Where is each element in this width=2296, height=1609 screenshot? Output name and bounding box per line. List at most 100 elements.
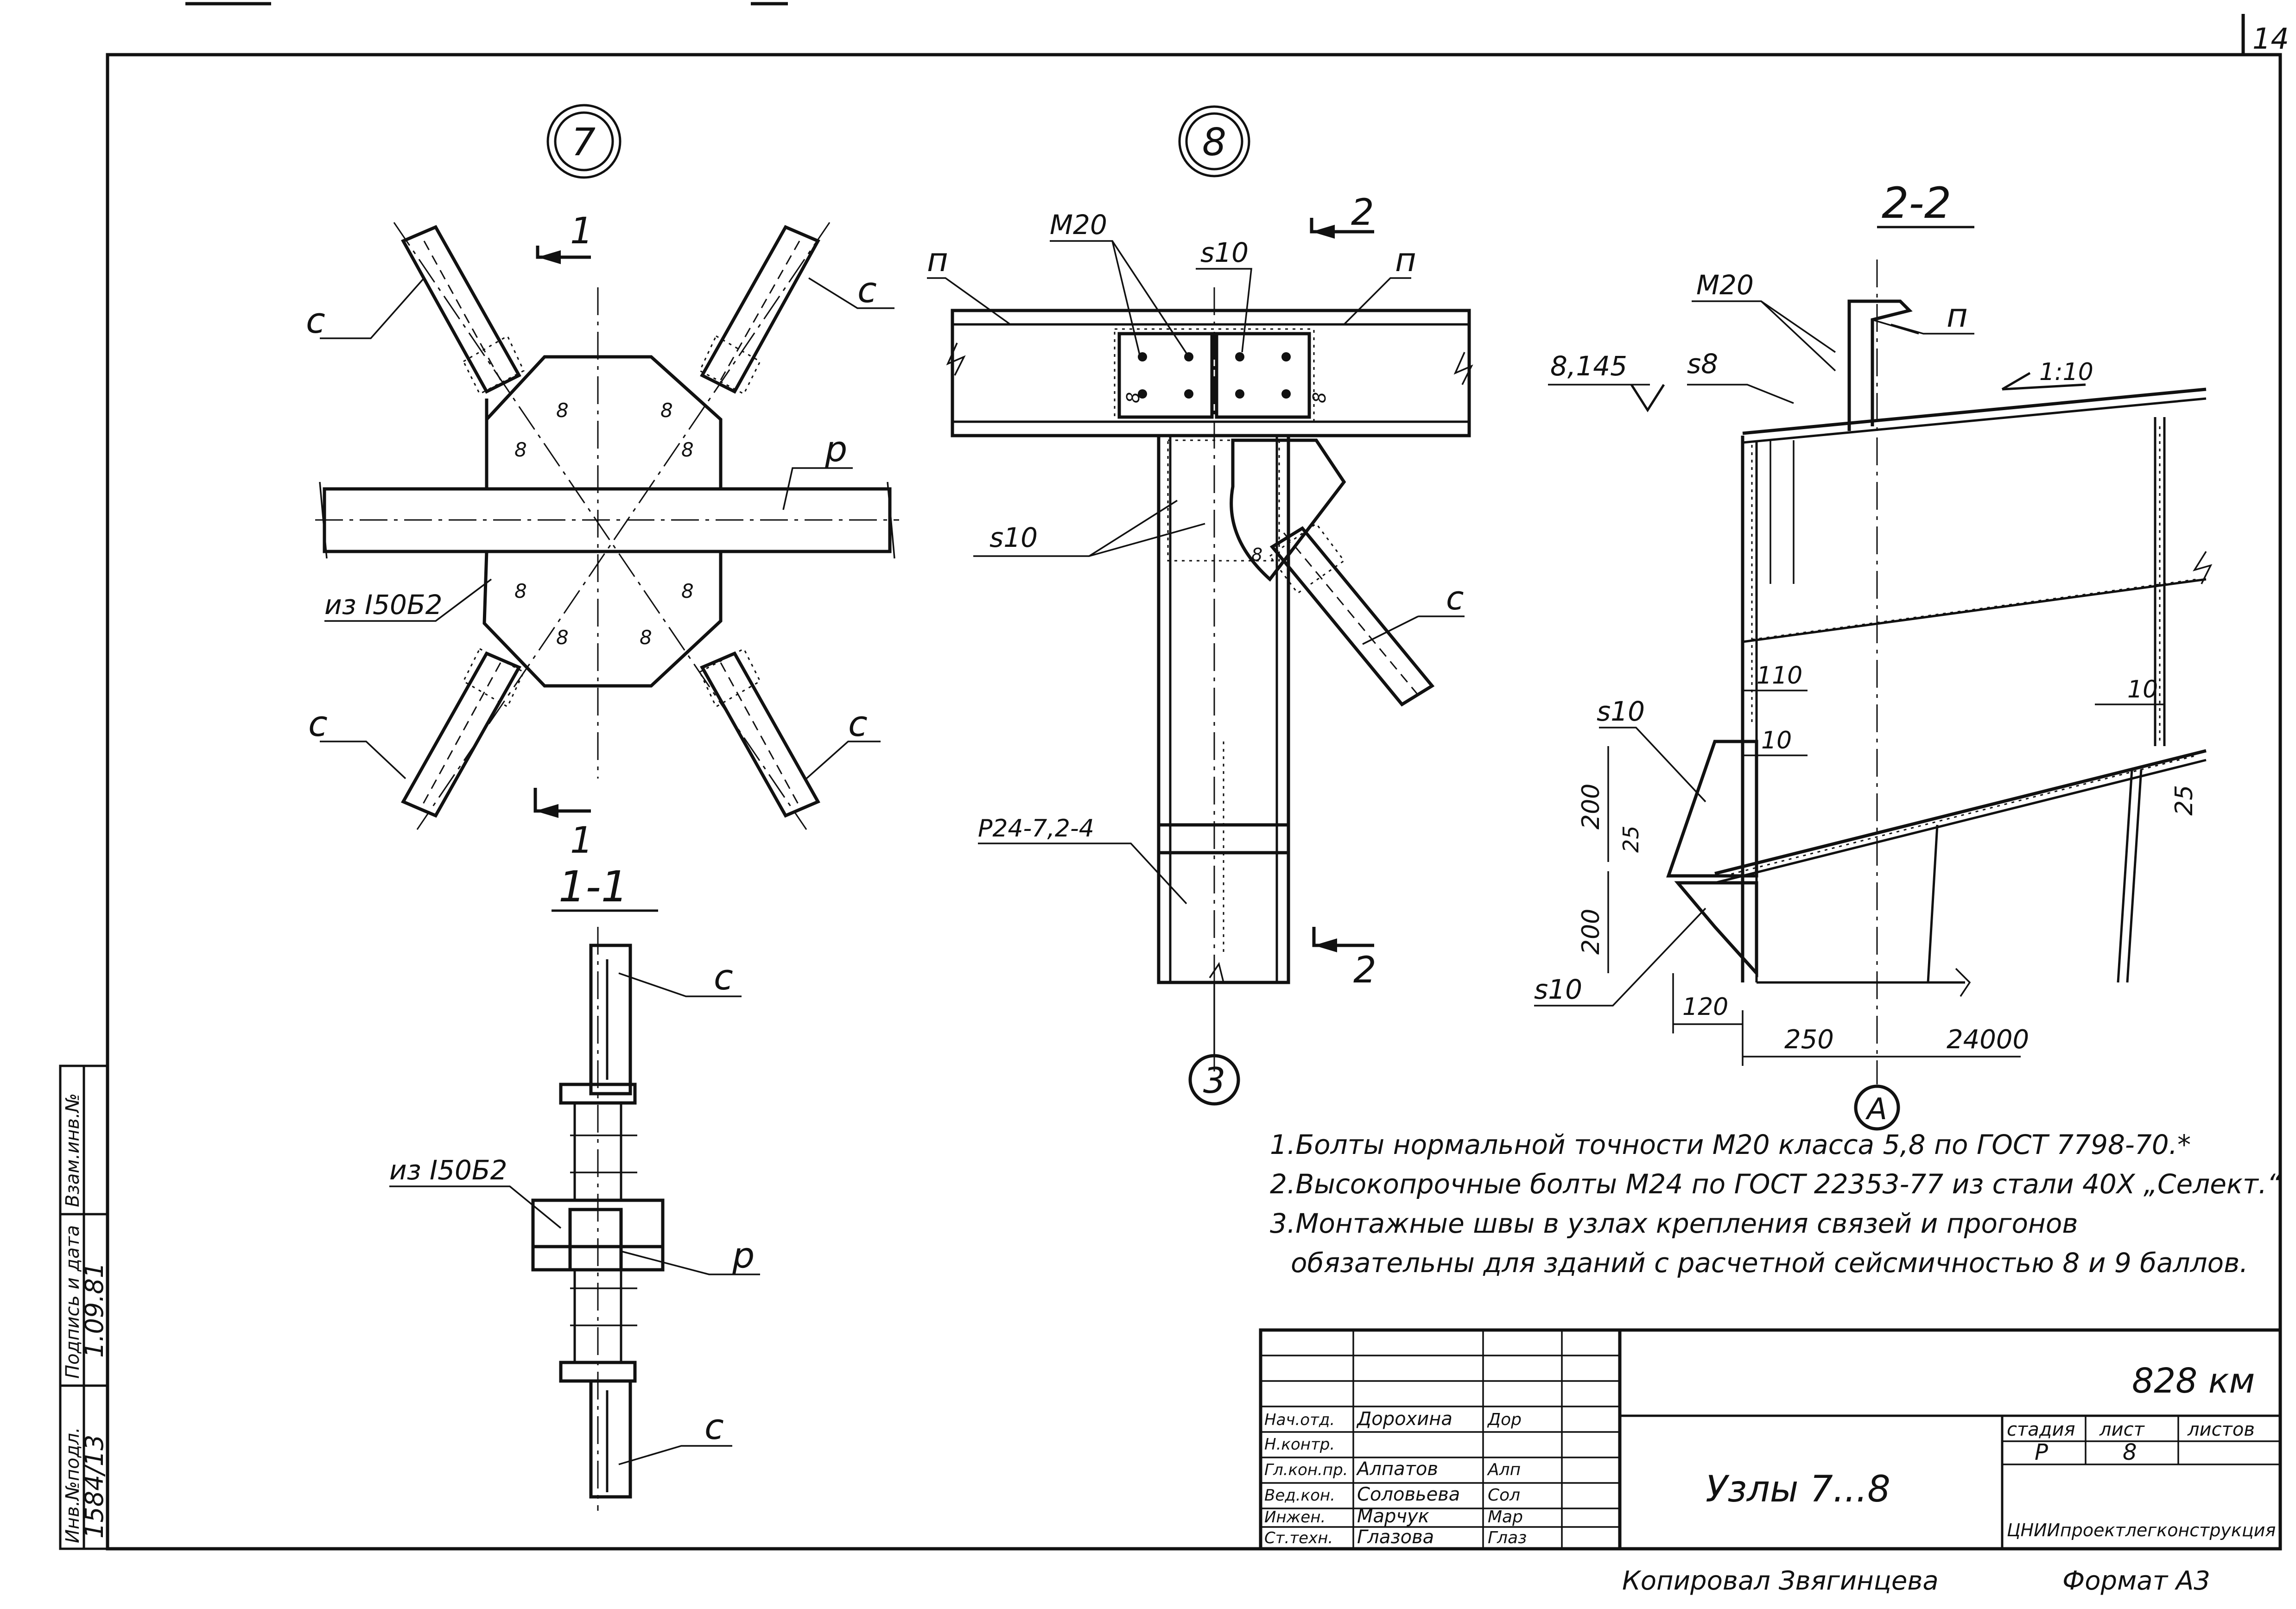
gusset-top [485, 355, 723, 491]
section-1-1-gusset-label: из I50Б2 [389, 1154, 507, 1186]
section-2-mark-top: 2 [1351, 192, 1374, 234]
person-role: Вед.кон. [1264, 1486, 1335, 1505]
person-signature: Дор [1487, 1410, 1522, 1429]
node-8-bolt-label: М20 [1050, 209, 1107, 241]
purlin-label-left: п [927, 241, 948, 279]
node-8-plate-top-label: s10 [1200, 237, 1249, 268]
weld-mark-3: 8 [514, 438, 527, 461]
note-2: 2.Высокопрочные болты М24 по ГОСТ 22353-… [1270, 1168, 2281, 1200]
dim-24000: 24000 [1947, 1025, 2029, 1055]
section-1-mark-bottom: 1 [570, 820, 593, 862]
weld-mark-2: 8 [660, 399, 673, 422]
brace-label-tl: с [306, 300, 325, 341]
section-2-2-plate-bottom: s10 [1534, 974, 1582, 1005]
dim-25-b: 25 [2170, 785, 2198, 816]
drawing-border [106, 53, 2282, 1551]
note-3-line-1: 3.Монтажные швы в узлах крепления связей… [1270, 1208, 2078, 1239]
section-2-2-purlin-label: п [1947, 297, 1968, 335]
person-name: Дорохина [1356, 1408, 1452, 1430]
note-1: 1.Болты нормальной точности М20 класса 5… [1270, 1129, 2191, 1160]
roof-slope: 1:10 [2039, 358, 2093, 386]
dim-250: 250 [1784, 1025, 1834, 1055]
note-3-line-2: обязательны для зданий с расчетной сейсм… [1291, 1247, 2248, 1279]
node-8-weld-mark-3: 8 [1251, 545, 1262, 565]
copied-by: Копировал Звягинцева [1622, 1566, 1939, 1596]
brace-label-tr: с [857, 269, 877, 310]
section-1-mark-top: 1 [570, 210, 593, 252]
signature-date-value: 1.09.81 [80, 1262, 109, 1358]
sheet-frame: 14 [106, 2, 2289, 1551]
weld-mark-6: 8 [681, 580, 694, 602]
section-2-2-plate-top: s10 [1597, 696, 1645, 727]
brace-label-bl: с [308, 703, 328, 744]
node-8-brace-label: с [1446, 579, 1464, 617]
column-member [1157, 434, 1290, 984]
dim-120: 120 [1682, 993, 1728, 1021]
section-2-2-bolt-label: М20 [1696, 269, 1754, 301]
dim-10-a: 10 [1761, 727, 1792, 754]
margin-stamp: Инв.№подл. 1584/13 Подпись и дата 1.09.8… [59, 1064, 109, 1550]
person-role: Нач.отд. [1264, 1411, 1335, 1429]
node-7-detail: 7 1 1 [306, 104, 899, 862]
section-1-1-brace-label-top: с [714, 957, 733, 998]
notes: 1.Болты нормальной точности М20 класса 5… [1270, 1129, 2281, 1279]
section-2-2-title: 2-2 [1882, 178, 1951, 228]
stage-value: Р [2035, 1439, 2048, 1465]
weld-mark-8: 8 [640, 626, 652, 649]
person-role: Ст.техн. [1264, 1529, 1333, 1547]
person-signature: Глаз [1488, 1528, 1527, 1547]
person-signature: Мар [1488, 1508, 1523, 1527]
section-1-1-brace-label-bottom: с [704, 1406, 724, 1447]
person-name: Марчук [1357, 1506, 1429, 1527]
node-7-braces [393, 222, 831, 830]
strut-label: р [825, 428, 847, 469]
person-name: Глазова [1357, 1527, 1434, 1548]
dim-25-a: 25 [1618, 825, 1643, 853]
footer: Копировал Звягинцева Формат А3 [1622, 1566, 2210, 1596]
dim-200-b: 200 [1577, 909, 1605, 955]
drawing-title: Узлы 7...8 [1706, 1469, 1890, 1510]
weld-mark-4: 8 [681, 438, 694, 461]
sheet-header: лист [2099, 1419, 2145, 1440]
section-2-mark-bottom: 2 [1353, 950, 1376, 991]
inv-orig-label: Инв.№подл. [62, 1427, 83, 1543]
node-8-plate-mid-label: s10 [989, 522, 1038, 553]
node-8-weld-mark-2: 8 [1309, 392, 1330, 403]
level-mark: 8,145 [1550, 350, 1627, 382]
sheet-value: 8 [2123, 1439, 2137, 1465]
organization: ЦНИИпроектлегконструкция [2007, 1520, 2276, 1540]
sheets-header: листов [2187, 1419, 2255, 1440]
title-block-people: Нач.отд. Дорохина Дор Н.контр. Гл.кон.пр… [1264, 1408, 1527, 1548]
node-8-hs-bolt-label: Р24-7,2-4 [978, 815, 1094, 843]
stage-header: стадия [2007, 1419, 2075, 1440]
drawing-code: 828 км [2132, 1361, 2255, 1401]
person-role: Н.контр. [1264, 1435, 1335, 1454]
person-signature: Алп [1487, 1460, 1521, 1479]
gusset-bottom [482, 550, 723, 688]
dim-110: 110 [1757, 662, 1802, 690]
page-number: 14 [2252, 22, 2289, 56]
inv-orig-value: 1584/13 [80, 1435, 109, 1539]
title-block: 828 км Узлы 7...8 стадия лист листов Р 8… [1259, 1328, 2282, 1551]
person-name: Соловьева [1357, 1484, 1460, 1505]
section-1-1-strut-label: р [732, 1235, 755, 1276]
section-1-1-bolts [570, 1134, 637, 1326]
section-2-2: 2-2 8,145 [1534, 178, 2213, 1131]
person-role: Инжен. [1264, 1508, 1326, 1527]
section-1-1-title: 1-1 [558, 862, 628, 912]
node-8-callout: 8 [1202, 120, 1226, 165]
person-signature: Сол [1488, 1486, 1520, 1505]
section-2-2-plate-label: s8 [1687, 348, 1718, 380]
replacement-label: Взам.инв.№ [62, 1093, 83, 1207]
weld-mark-1: 8 [556, 399, 569, 422]
node-8-weld-mark-1: 8 [1123, 392, 1143, 403]
weld-mark-7: 8 [556, 626, 569, 649]
node-8-detail: 8 2 2 [927, 105, 1473, 1106]
gusset-profile-label: из I50Б2 [324, 589, 443, 621]
axis-a-label: А [1865, 1092, 1887, 1127]
paper-format: Формат А3 [2062, 1566, 2210, 1596]
brace-label-br: с [848, 703, 868, 744]
dim-200-a: 200 [1577, 784, 1605, 830]
signature-date-label: Подпись и дата [62, 1225, 83, 1379]
